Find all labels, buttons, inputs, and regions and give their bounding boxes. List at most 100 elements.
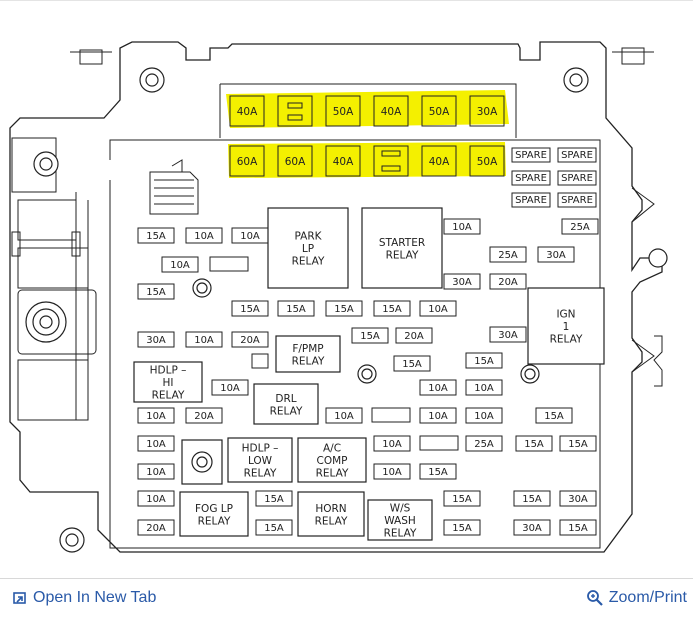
mini-fuse: 25A — [465, 435, 503, 452]
fuse-outline — [371, 407, 411, 423]
fuse-outline — [325, 407, 363, 424]
relay-label: F/PMP — [292, 343, 323, 355]
small-slot — [251, 353, 269, 369]
fuse-label: 15A — [568, 523, 588, 534]
maxi-fuse: 60A — [229, 145, 265, 177]
relay-outline — [275, 335, 341, 373]
bolt-icon — [563, 67, 589, 93]
fuse-label: 10A — [146, 439, 166, 450]
fuse-outline — [537, 246, 575, 263]
fuse-outline — [419, 379, 457, 396]
mini-fuse: 10A — [231, 227, 269, 244]
fuse-outline — [277, 300, 315, 317]
fuse-label: 30A — [477, 106, 498, 118]
bolt-icon — [139, 67, 165, 93]
fuse-outline — [185, 331, 223, 348]
fuse-label: SPARE — [515, 195, 547, 206]
mini-fuse: 15A — [419, 463, 457, 480]
fuse-label: 30A — [546, 250, 566, 261]
bolt-icon — [648, 248, 668, 268]
mini-fuse: 20A — [489, 273, 527, 290]
footer-bar: Open In New Tab Zoom/Print — [0, 578, 693, 623]
fuse-label: 15A — [544, 411, 564, 422]
relay-label: FOG LP — [195, 503, 233, 515]
maxi-fuse: 40A — [229, 95, 265, 127]
mini-fuse: 15A — [535, 407, 573, 424]
fuse-outline — [421, 95, 457, 127]
relay-label: A/C — [323, 443, 341, 455]
relay-outline — [133, 361, 203, 403]
fuse-label: 50A — [477, 156, 498, 168]
mini-fuse: 30A — [513, 519, 551, 536]
fuse-outline — [465, 407, 503, 424]
fuse-label: 30A — [498, 330, 518, 341]
mini-fuse: 15A — [137, 283, 175, 300]
fuse-outline — [489, 326, 527, 343]
mini-fuse: 15A — [255, 490, 293, 507]
fuse-label: 15A — [568, 439, 588, 450]
fuse-outline — [211, 379, 249, 396]
mini-fuse: 30A — [489, 326, 527, 343]
fuse-outline — [535, 407, 573, 424]
fuse-outline — [373, 463, 411, 480]
open-in-new-tab-link[interactable]: Open In New Tab — [12, 589, 156, 607]
fuse-label: 15A — [452, 523, 472, 534]
mini-fuse: 20A — [231, 331, 269, 348]
fuse-outline — [489, 273, 527, 290]
relay-outline — [527, 287, 605, 365]
bolt-icon — [357, 364, 377, 384]
fuse-label: 10A — [240, 231, 260, 242]
bolt-icon — [59, 527, 85, 553]
relay-label: HDLP – — [242, 443, 279, 455]
fuse-outline — [137, 227, 175, 244]
mini-fuse: 10A — [419, 379, 457, 396]
fuse-label: 15A — [522, 494, 542, 505]
maxi-fuse-slot — [277, 95, 313, 127]
fuse-outline — [229, 95, 265, 127]
empty-fuse-slots — [209, 256, 459, 451]
fuse-label: 60A — [285, 156, 306, 168]
zoom-print-link[interactable]: Zoom/Print — [586, 589, 687, 607]
relay-outline — [367, 499, 433, 541]
highlight-band-bottom — [228, 142, 506, 178]
fuse-label: 25A — [474, 439, 494, 450]
mini-fuse: 15A — [443, 519, 481, 536]
maxi-fuse: 40A — [325, 145, 361, 177]
fuse-label: 10A — [474, 383, 494, 394]
fuse-label: 60A — [237, 156, 258, 168]
maxi-fuse: 30A — [469, 95, 505, 127]
fuse-label: 40A — [381, 106, 402, 118]
mini-fuse: 30A — [537, 246, 575, 263]
relay-label: COMP — [317, 455, 348, 467]
zoom-print-label: Zoom/Print — [608, 589, 687, 606]
fuse-label: SPARE — [515, 173, 547, 184]
fuse-outline — [393, 355, 431, 372]
relay-label: RELAY — [152, 390, 185, 402]
fuse-label: SPARE — [561, 150, 593, 161]
fuse-outline — [419, 463, 457, 480]
relay-label: LP — [302, 243, 314, 255]
mini-fuse: 15A — [393, 355, 431, 372]
maxi-fuse-slot — [373, 145, 409, 177]
relay-outline — [297, 437, 367, 483]
mini-fuses: 25A 10A 15A 10A 10A 10A 25A 30A 15A 30A 20A 15A 15A 1… — [137, 218, 599, 536]
relay-outline — [297, 491, 365, 537]
fuse-outline — [351, 327, 389, 344]
mini-fuse: 15A — [465, 352, 503, 369]
fuse-label: 25A — [570, 222, 590, 233]
maxi-fuse: 50A — [469, 145, 505, 177]
fuse-label: 20A — [240, 335, 260, 346]
maxi-fuse: 50A — [421, 95, 457, 127]
fuse-outline — [137, 490, 175, 507]
fuse-outline — [209, 256, 249, 272]
mini-fuse: 15A — [443, 490, 481, 507]
fuse-label: 40A — [237, 106, 258, 118]
fuse-outline — [137, 283, 175, 300]
fuse-outline — [231, 300, 269, 317]
